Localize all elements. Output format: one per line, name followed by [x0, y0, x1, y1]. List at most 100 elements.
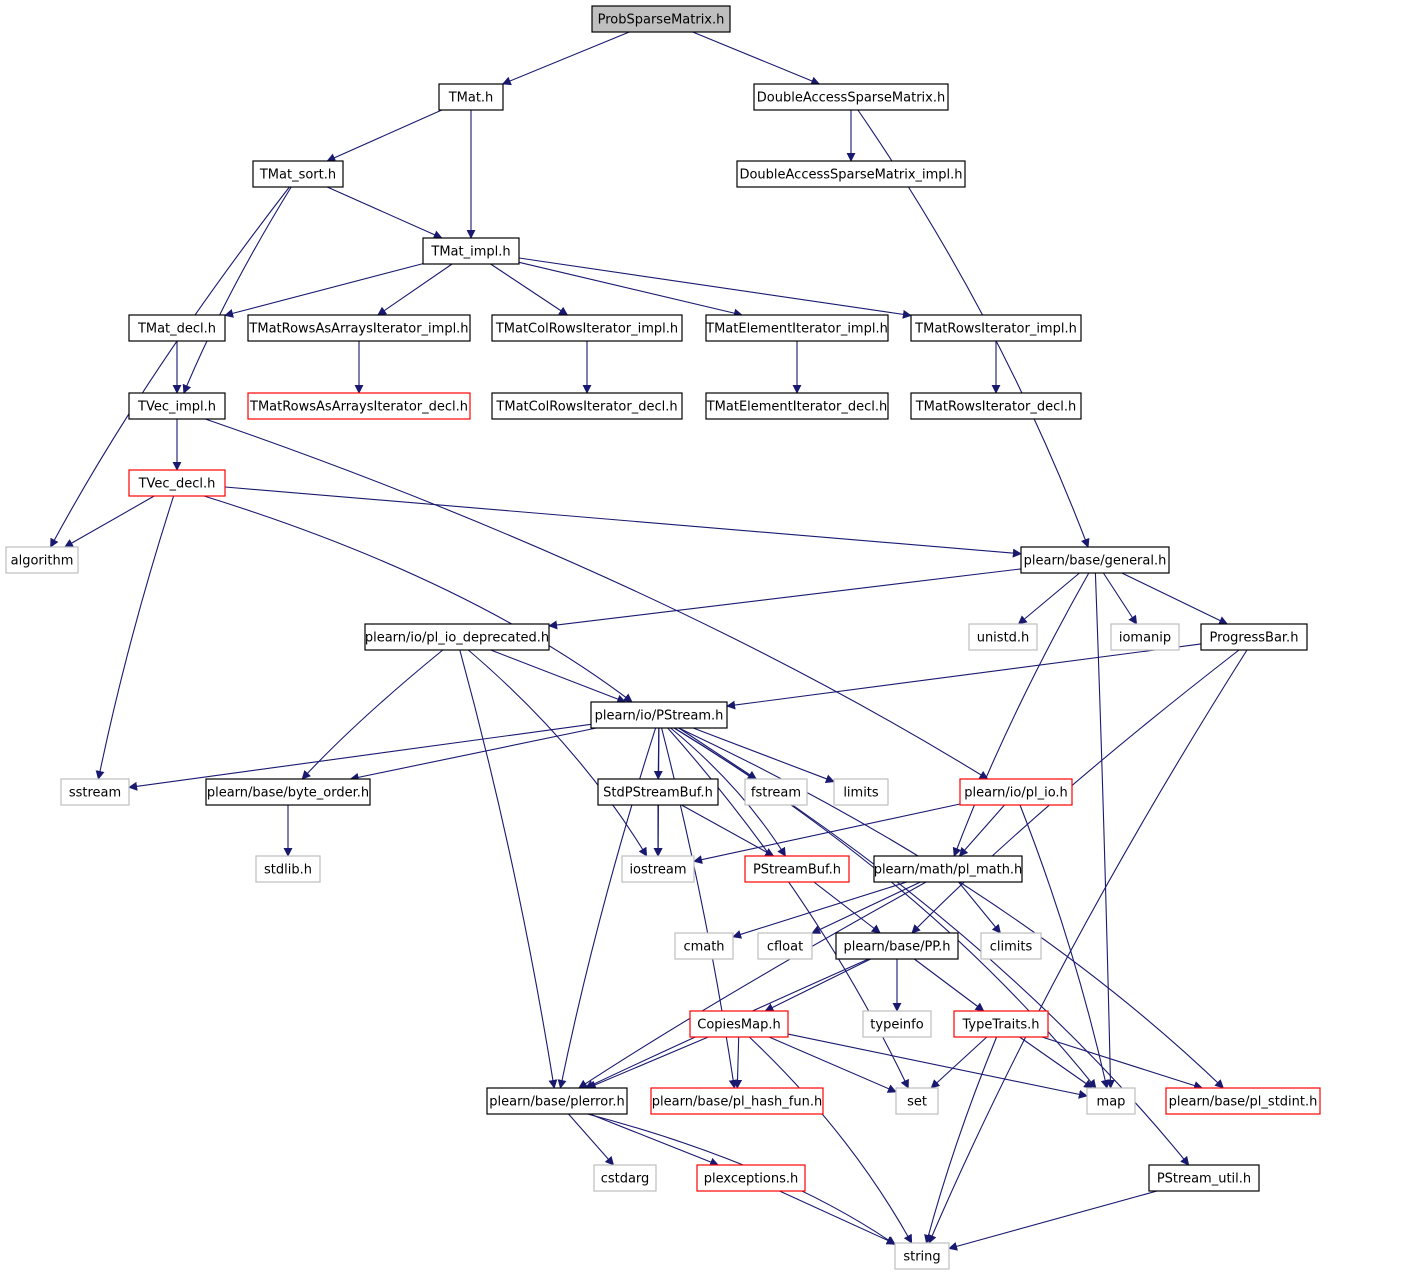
node-TypeTraits[interactable]: TypeTraits.h	[953, 1010, 1049, 1038]
node-pl_stdint[interactable]: plearn/base/pl_stdint.h	[1165, 1087, 1321, 1115]
node-cmath: cmath	[674, 932, 734, 960]
node-box	[438, 83, 504, 111]
node-label: ProbSparseMatrix.h	[598, 13, 725, 28]
node-pl_math[interactable]: plearn/math/pl_math.h	[873, 855, 1023, 883]
node-label: TMatRowsIterator_impl.h	[914, 322, 1077, 337]
node-box	[705, 314, 889, 342]
node-box	[486, 1087, 628, 1115]
edge-TypeTraits-to-string	[924, 1036, 998, 1244]
node-string: string	[894, 1242, 950, 1270]
edge-pl_math-to-climits	[958, 881, 1001, 934]
node-pl_io[interactable]: plearn/io/pl_io.h	[959, 778, 1073, 806]
node-unistd: unistd.h	[968, 623, 1038, 651]
edge-StdPStreamBuf-to-PStreamBuf	[681, 804, 775, 857]
node-PStream_util[interactable]: PStream_util.h	[1148, 1164, 1260, 1192]
node-label: plearn/base/pl_stdint.h	[1169, 1095, 1318, 1110]
node-box	[910, 392, 1082, 420]
node-RowsImpl[interactable]: TMatRowsIterator_impl.h	[910, 314, 1082, 342]
node-box	[128, 469, 226, 497]
node-label: fstream	[751, 786, 801, 801]
edge-general-to-pl_io_deprecated	[548, 568, 1022, 630]
node-label: ProgressBar.h	[1210, 631, 1299, 646]
node-label: TVec_impl.h	[137, 400, 216, 415]
node-box	[833, 778, 889, 806]
edge-TMat_sort-to-algorithm	[50, 186, 290, 548]
node-label: plearn/io/PStream.h	[595, 709, 724, 724]
edge-PStream_util-to-string	[948, 1190, 1158, 1251]
node-box	[895, 1087, 939, 1115]
node-DoubleAccessImpl[interactable]: DoubleAccessSparseMatrix_impl.h	[736, 160, 966, 188]
node-box	[1148, 1164, 1260, 1192]
node-TVec_impl[interactable]: TVec_impl.h	[128, 392, 226, 420]
node-ProgressBar[interactable]: ProgressBar.h	[1200, 623, 1308, 651]
node-label: PStream_util.h	[1157, 1172, 1251, 1187]
edge-PStream-to-fstream	[678, 727, 757, 780]
edge-general-to-ProgressBar	[1121, 572, 1229, 625]
edge-general-to-map	[1094, 572, 1115, 1089]
node-box	[650, 1087, 824, 1115]
node-byte_order[interactable]: plearn/base/byte_order.h	[205, 778, 371, 806]
edge-TVec_impl-to-pl_io	[205, 418, 989, 780]
node-box	[205, 778, 371, 806]
node-label: map	[1097, 1095, 1126, 1110]
edge-PStream-to-plerror	[557, 727, 657, 1089]
edge-general-to-iomanip	[1102, 572, 1138, 625]
edge-PStream-to-PStreamBuf	[670, 727, 786, 857]
node-pl_hash_fun[interactable]: plearn/base/pl_hash_fun.h	[650, 1087, 824, 1115]
node-label: algorithm	[11, 554, 74, 569]
node-PStreamBuf[interactable]: PStreamBuf.h	[744, 855, 850, 883]
node-RowsDecl[interactable]: TMatRowsIterator_decl.h	[910, 392, 1082, 420]
edge-general-to-pl_math	[952, 572, 1090, 857]
node-pl_io_deprecated[interactable]: plearn/io/pl_io_deprecated.h	[364, 623, 550, 651]
node-box	[894, 1242, 950, 1270]
node-label: TMat_impl.h	[430, 245, 510, 260]
node-iomanip: iomanip	[1110, 623, 1180, 651]
node-TMat_decl[interactable]: TMat_decl.h	[128, 314, 226, 342]
node-PStream[interactable]: plearn/io/PStream.h	[590, 701, 728, 729]
edge-CopiesMap-to-pl_hash_fun	[733, 1036, 743, 1089]
edge-TVec_decl-to-sstream	[95, 495, 175, 780]
node-label: sstream	[69, 786, 121, 801]
edge-PStream-to-byte_order	[349, 727, 597, 782]
node-RowsAsArraysImpl[interactable]: TMatRowsAsArraysIterator_impl.h	[247, 314, 471, 342]
node-label: TMatRowsAsArraysIterator_impl.h	[248, 322, 468, 337]
node-ColRowsImpl[interactable]: TMatColRowsIterator_impl.h	[491, 314, 683, 342]
edge-plerror-to-cstdarg	[568, 1113, 615, 1166]
edge-TMat_impl-to-ElementImpl	[518, 261, 743, 318]
node-label: StdPStreamBuf.h	[603, 786, 713, 801]
edge-TMat_sort-to-TVec_impl	[182, 186, 292, 394]
node-box	[953, 1010, 1049, 1038]
node-StdPStreamBuf[interactable]: StdPStreamBuf.h	[597, 778, 719, 806]
node-ElementImpl[interactable]: TMatElementIterator_impl.h	[705, 314, 889, 342]
edge-TMat_impl-to-TMat_decl	[224, 263, 424, 318]
edge-ProgressBar-to-string	[928, 649, 1248, 1244]
node-plexceptions[interactable]: plexceptions.h	[696, 1164, 806, 1192]
node-set: set	[895, 1087, 939, 1115]
edge-pl_io-to-iostream	[693, 803, 961, 864]
node-RowsAsArraysDecl[interactable]: TMatRowsAsArraysIterator_decl.h	[247, 392, 471, 420]
node-cstdarg: cstdarg	[593, 1164, 657, 1192]
node-TMat_impl[interactable]: TMat_impl.h	[422, 237, 520, 265]
node-DoubleAccess[interactable]: DoubleAccessSparseMatrix.h	[753, 83, 949, 111]
node-label: TMatColRowsIterator_impl.h	[495, 322, 678, 337]
node-CopiesMap[interactable]: CopiesMap.h	[689, 1010, 789, 1038]
node-general[interactable]: plearn/base/general.h	[1020, 546, 1170, 574]
node-plerror[interactable]: plearn/base/plerror.h	[486, 1087, 628, 1115]
node-label: TMatElementIterator_impl.h	[705, 322, 888, 337]
node-label: TMatElementIterator_decl.h	[706, 400, 888, 415]
node-TMat[interactable]: TMat.h	[438, 83, 504, 111]
node-box	[689, 1010, 789, 1038]
node-box	[255, 855, 321, 883]
node-ElementDecl[interactable]: TMatElementIterator_decl.h	[705, 392, 889, 420]
node-label: CopiesMap.h	[697, 1018, 780, 1033]
node-ProbSparseMatrix[interactable]: ProbSparseMatrix.h	[591, 5, 731, 33]
edge-pl_io-to-pl_math	[958, 804, 1005, 857]
edge-TMat_impl-to-RowsImpl	[518, 257, 912, 319]
edge-TMat-to-TMat_sort	[326, 109, 443, 162]
node-TVec_decl[interactable]: TVec_decl.h	[128, 469, 226, 497]
node-label: plearn/io/pl_io_deprecated.h	[365, 631, 549, 646]
node-ColRowsDecl[interactable]: TMatColRowsIterator_decl.h	[491, 392, 683, 420]
node-PP[interactable]: plearn/base/PP.h	[835, 932, 959, 960]
node-TMat_sort[interactable]: TMat_sort.h	[252, 160, 344, 188]
node-box	[696, 1164, 806, 1192]
